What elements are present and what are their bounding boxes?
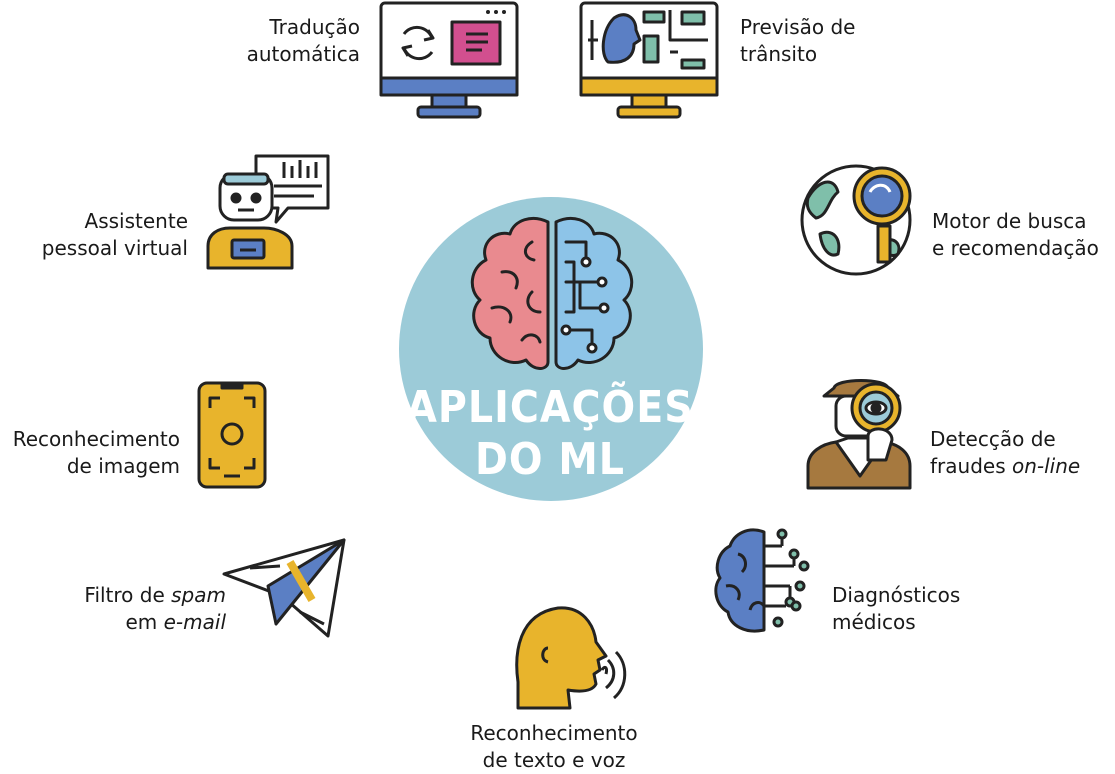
label-traducao: Tradução automática [246, 15, 360, 66]
label-voz: Reconhecimento de texto e voz [470, 721, 638, 772]
center-title-line1: APLICAÇÕES [406, 382, 694, 433]
label-transito: Previsão de trânsito [740, 15, 856, 66]
paper-plane-icon [222, 538, 346, 638]
globe-magnifier-icon [800, 164, 912, 276]
label-fraudes: Detecção de fraudes on-line [930, 427, 1081, 478]
detective-icon [806, 379, 912, 490]
brain-icon [470, 217, 634, 370]
monitor-translation-icon [379, 1, 519, 119]
label-motor: Motor de busca e recomendação [932, 209, 1099, 260]
center-title: APLICAÇÕES DO ML [400, 382, 700, 486]
label-imagem: Reconhecimento de imagem [12, 427, 180, 478]
digital-brain-icon [714, 528, 810, 633]
speaking-head-icon [515, 606, 627, 710]
monitor-traffic-icon [579, 1, 719, 119]
center-title-line2: DO ML [475, 434, 625, 485]
label-diagnosticos: Diagnósticos médicos [832, 583, 961, 634]
smartphone-camera-icon [197, 381, 267, 489]
label-assistente: Assistente pessoal virtual [41, 209, 188, 260]
robot-assistant-icon [206, 154, 330, 270]
label-spam: Filtro de spam em e-mail [84, 583, 226, 634]
